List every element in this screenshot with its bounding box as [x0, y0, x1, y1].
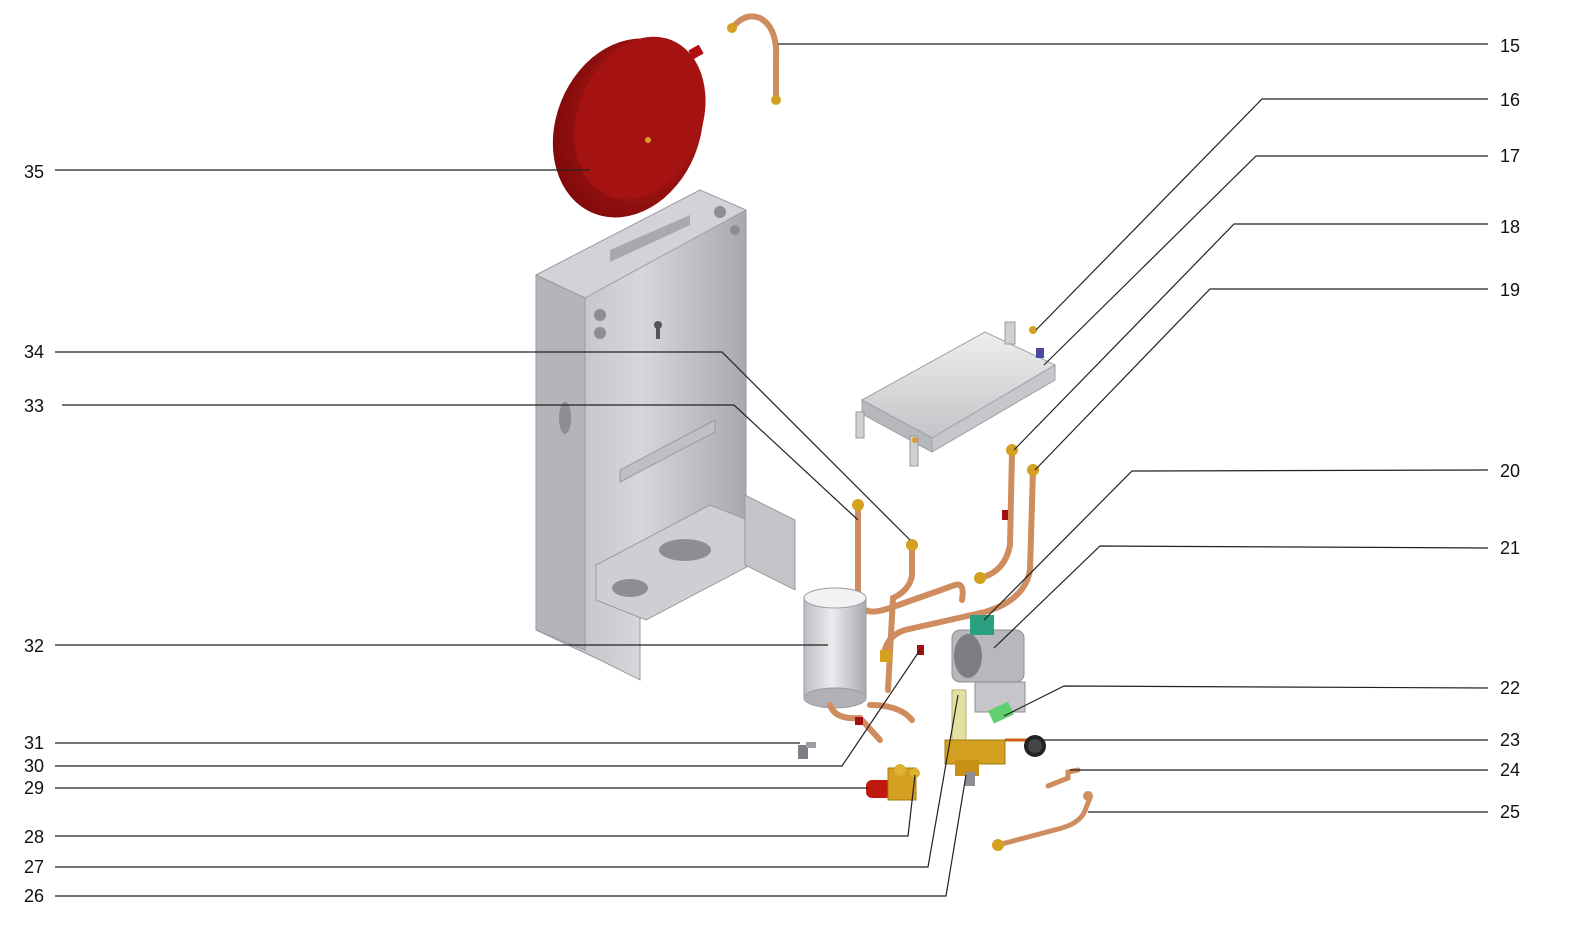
leader-18 [1013, 223, 1488, 451]
copper-pipes-33-34 [855, 502, 966, 693]
copper-pipes-24-25 [995, 767, 1093, 848]
leader-27 [55, 694, 959, 868]
brass-hydraulic-block [944, 689, 1035, 786]
leader-28 [55, 774, 916, 837]
callout-33: 33 [24, 396, 45, 416]
callout-17: 17 [1500, 146, 1521, 166]
boiler-chassis-frame [534, 189, 796, 681]
callout-30: 30 [24, 756, 45, 776]
expansion-vessel [552, 36, 706, 218]
leader-26 [55, 774, 967, 897]
copper-pipe-15 [729, 13, 780, 101]
callout-28: 28 [24, 827, 45, 847]
callout-18: 18 [1500, 217, 1521, 237]
leader-22 [1003, 685, 1489, 717]
copper-pipes-18-19 [881, 449, 1036, 658]
callout-15: 15 [1500, 36, 1521, 56]
leader-lines [55, 43, 1489, 897]
leader-17 [1043, 155, 1488, 366]
air-vent-30 [917, 645, 924, 655]
callout-21: 21 [1500, 538, 1521, 558]
callout-29: 29 [24, 778, 45, 798]
callout-27: 27 [24, 857, 45, 877]
leader-21 [993, 545, 1489, 649]
callout-19: 19 [1500, 280, 1521, 300]
leader-30 [55, 649, 921, 767]
callout-20: 20 [1500, 461, 1521, 481]
pump-assembly [951, 615, 1026, 724]
leader-16 [1035, 98, 1488, 331]
callout-26: 26 [24, 886, 45, 906]
heat-exchanger [855, 321, 1057, 467]
leader-33 [62, 404, 859, 521]
pressure-gauge [1024, 735, 1046, 757]
callout-16: 16 [1500, 90, 1521, 110]
callout-31: 31 [24, 733, 45, 753]
callout-24: 24 [1500, 760, 1521, 780]
callout-25: 25 [1500, 802, 1521, 822]
callout-22: 22 [1500, 678, 1521, 698]
callout-34: 34 [24, 342, 45, 362]
leader-20 [983, 469, 1489, 621]
leader-19 [1034, 288, 1488, 471]
callout-35: 35 [24, 162, 45, 182]
dhw-cylinder [803, 587, 915, 743]
drain-tap-31 [798, 742, 816, 759]
callout-23: 23 [1500, 730, 1521, 750]
brass-valve-29 [866, 764, 920, 801]
leader-34 [55, 351, 911, 541]
callout-32: 32 [24, 636, 45, 656]
